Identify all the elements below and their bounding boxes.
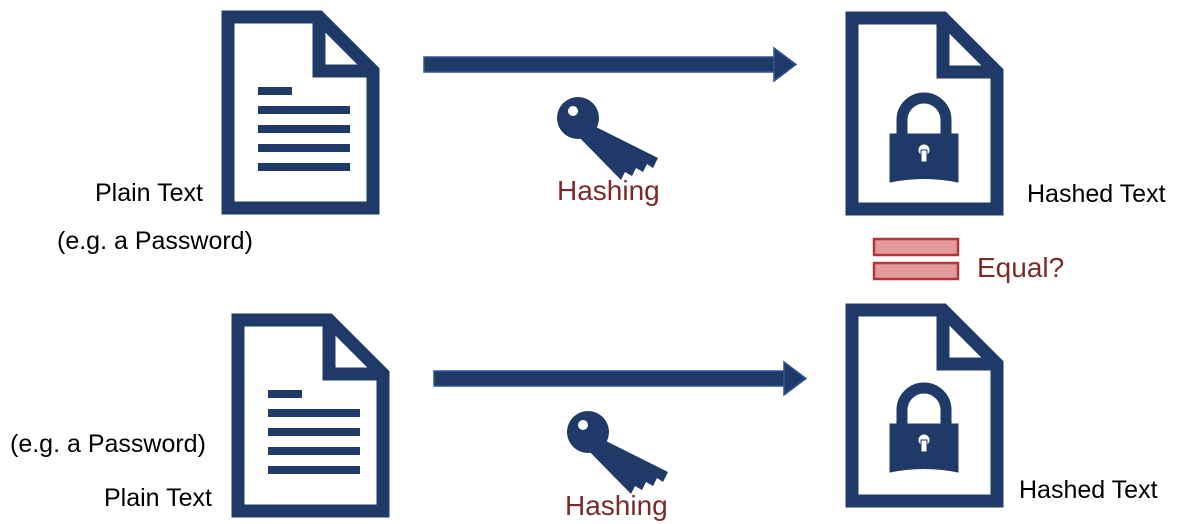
password-example-label: (e.g. a Password) xyxy=(10,430,206,458)
equals-sign-icon xyxy=(872,237,960,281)
key-icon xyxy=(557,97,658,180)
hashed-document-icon xyxy=(852,18,997,209)
hashed-text-label: Hashed Text xyxy=(1027,180,1166,208)
hashed-document-icon xyxy=(852,310,997,501)
hashing-arrow-icon xyxy=(433,360,808,397)
key-icon xyxy=(567,411,668,494)
padlock-icon xyxy=(890,388,958,472)
equal-question-label: Equal? xyxy=(977,252,1065,283)
hashing-arrow-icon xyxy=(423,46,798,83)
plain-text-label: Plain Text xyxy=(95,179,203,207)
document-lines-icon xyxy=(258,87,350,171)
hashed-text-label: Hashed Text xyxy=(1019,476,1158,504)
hashing-label: Hashing xyxy=(565,490,668,521)
hashing-label: Hashing xyxy=(557,175,660,206)
plain-text-label: Plain Text xyxy=(104,484,212,512)
password-example-label: (e.g. a Password) xyxy=(57,227,253,255)
padlock-icon xyxy=(890,98,958,182)
document-lines-icon xyxy=(268,390,360,474)
